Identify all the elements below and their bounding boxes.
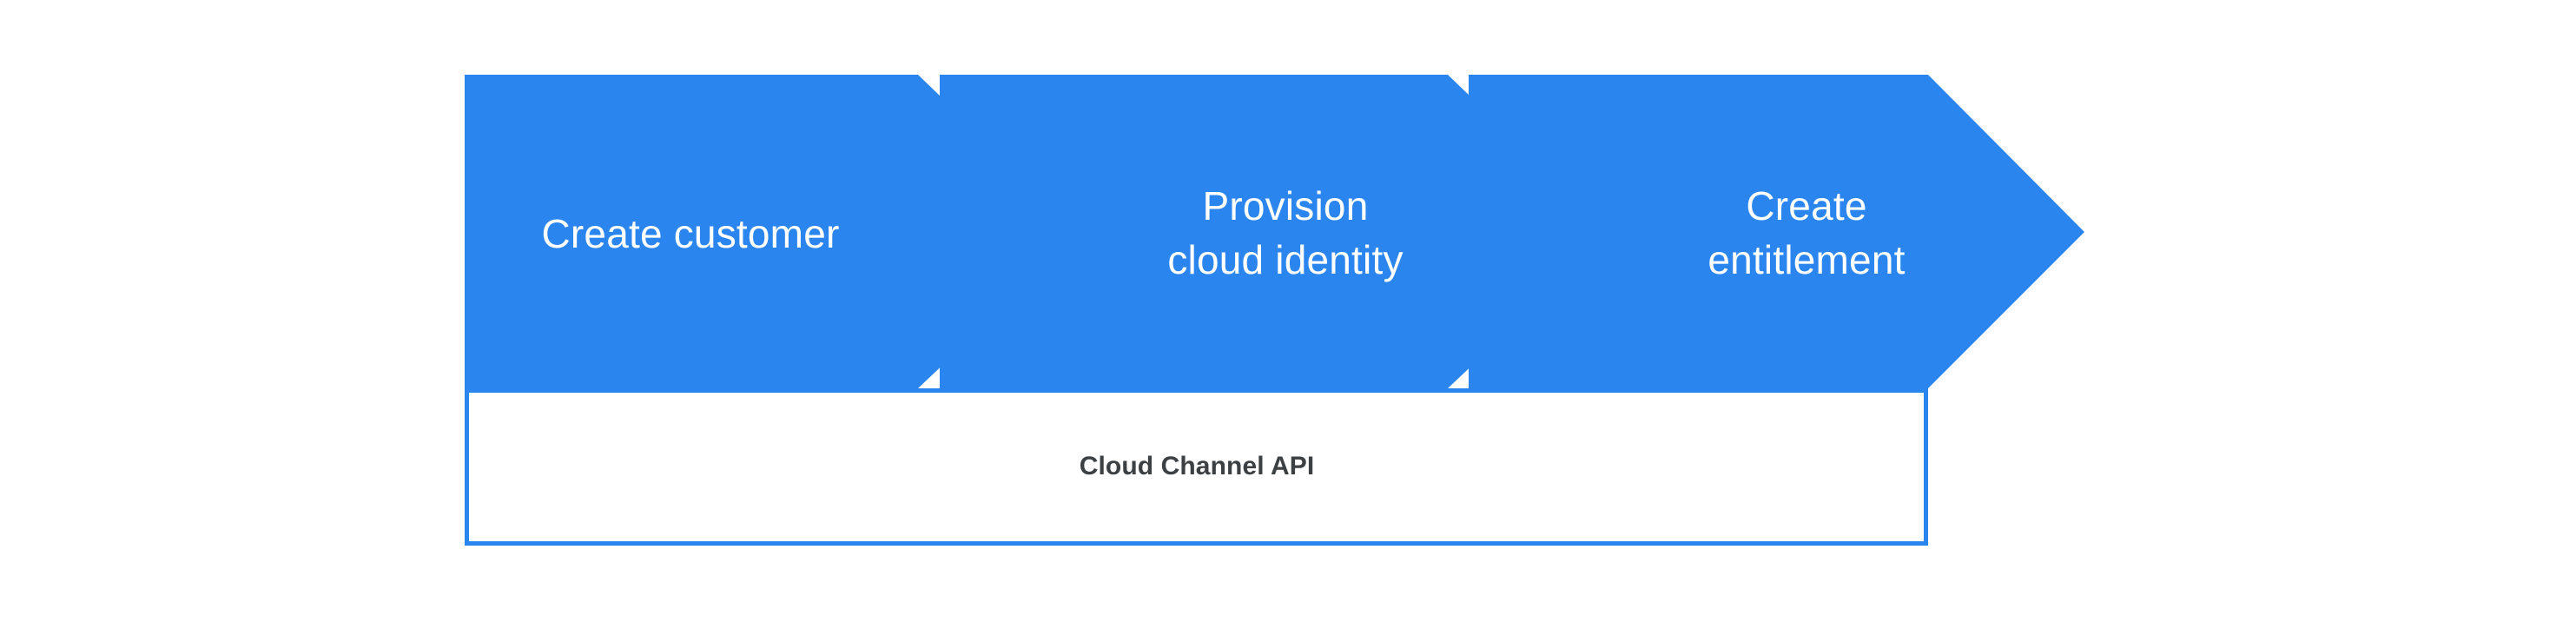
chevron-step-1[interactable] — [465, 75, 1082, 388]
api-bar-box[interactable] — [465, 388, 1928, 546]
chevron-step-3[interactable] — [1469, 75, 2084, 388]
chevron-step-2[interactable] — [940, 75, 1612, 388]
